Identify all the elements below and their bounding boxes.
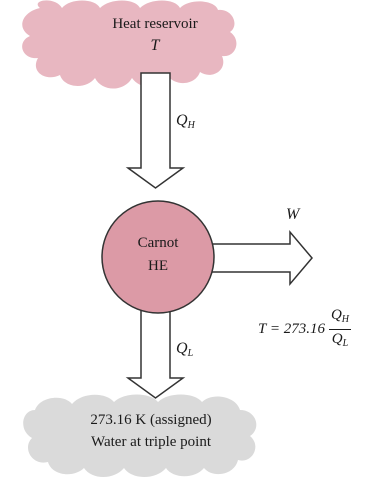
heat-in-symbol: Q	[176, 112, 188, 129]
heat-in-arrow	[128, 73, 183, 188]
engine-label-line1: Carnot	[102, 235, 214, 252]
cold-reservoir-line1: 273.16 K (assigned)	[46, 412, 256, 429]
heat-out-symbol: Q	[176, 340, 188, 357]
carnot-engine-circle	[102, 201, 214, 313]
heat-reservoir-temperature: T	[80, 37, 230, 55]
equation-numerator: QH	[329, 306, 351, 330]
heat-out-subscript: L	[188, 348, 194, 359]
equation-fraction: QH QL	[329, 306, 351, 353]
engine-label-line2: HE	[102, 258, 214, 275]
work-arrow	[200, 232, 312, 284]
equation-denominator: QL	[329, 330, 351, 353]
heat-in-label: QH	[176, 112, 195, 131]
work-label: W	[286, 206, 299, 224]
heat-in-subscript: H	[188, 120, 195, 131]
cold-reservoir-line2: Water at triple point	[46, 434, 256, 451]
temperature-equation: T = 273.16 QH QL	[258, 306, 351, 353]
heat-out-arrow	[128, 310, 183, 398]
heat-out-label: QL	[176, 340, 193, 359]
equation-lhs: T = 273.16	[258, 321, 325, 338]
heat-reservoir-title: Heat reservoir	[80, 16, 230, 33]
